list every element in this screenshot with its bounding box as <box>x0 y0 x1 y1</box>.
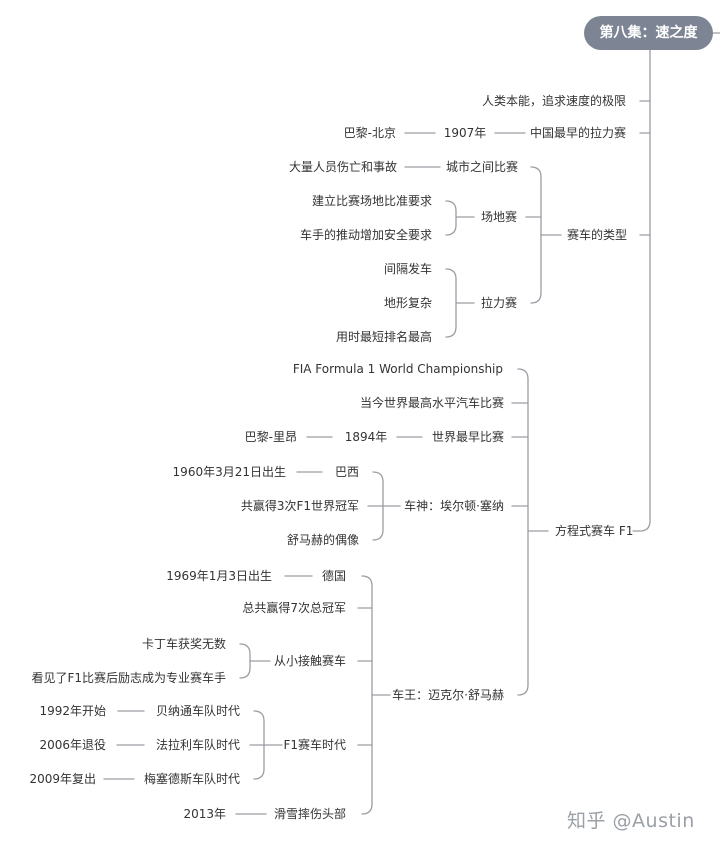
node-city-race[interactable]: 城市之间比赛 <box>445 160 518 174</box>
node-mercedes-era[interactable]: 梅塞德斯车队时代 <box>143 772 240 786</box>
node-china-first-rally[interactable]: 中国最早的拉力赛 <box>529 126 626 140</box>
node-track-standards[interactable]: 建立比赛场地比准要求 <box>311 194 432 208</box>
node-brazil[interactable]: 巴西 <box>334 465 359 479</box>
node-pro-driver-goal[interactable]: 看见了F1比赛后励志成为专业赛车手 <box>31 671 226 685</box>
node-2013[interactable]: 2013年 <box>183 807 226 821</box>
node-schumacher-idol[interactable]: 舒马赫的偶像 <box>286 533 359 547</box>
node-schumacher[interactable]: 车王：迈克尔·舒马赫 <box>392 688 504 702</box>
node-shortest-time[interactable]: 用时最短排名最高 <box>335 330 432 344</box>
bracket-schu <box>361 575 373 815</box>
bracket-rally <box>445 268 457 338</box>
node-race-types[interactable]: 赛车的类型 <box>567 228 628 242</box>
node-f1-era[interactable]: F1赛车时代 <box>283 738 346 752</box>
node-karting-awards[interactable]: 卡丁车获奖无数 <box>141 637 226 651</box>
node-2006-retire[interactable]: 2006年退役 <box>39 738 106 752</box>
connector-root-trunk <box>632 49 651 532</box>
watermark: 知乎 @Austin <box>567 810 695 832</box>
bracket-f1 <box>517 368 529 696</box>
node-germany[interactable]: 德国 <box>321 569 346 583</box>
node-schumacher-birth[interactable]: 1969年1月3日出生 <box>166 569 272 583</box>
node-human-instinct[interactable]: 人类本能，追求速度的极限 <box>481 94 626 108</box>
node-track-race[interactable]: 场地赛 <box>480 210 517 224</box>
node-senna-titles[interactable]: 共赢得3次F1世界冠军 <box>240 499 359 513</box>
bracket-types <box>530 166 542 304</box>
node-senna-birth[interactable]: 1960年3月21日出生 <box>172 465 286 479</box>
node-seven-titles[interactable]: 总共赢得7次总冠军 <box>242 601 346 615</box>
node-benetton-era[interactable]: 贝纳通车队时代 <box>155 704 240 718</box>
node-1992-start[interactable]: 1992年开始 <box>39 704 106 718</box>
node-2009-return[interactable]: 2009年复出 <box>29 772 96 786</box>
node-ferrari-era[interactable]: 法拉利车队时代 <box>155 738 240 752</box>
node-driver-safety[interactable]: 车手的推动增加安全要求 <box>299 228 432 242</box>
node-senna[interactable]: 车神：埃尔顿·塞纳 <box>404 499 504 513</box>
node-paris-beijing[interactable]: 巴黎-北京 <box>343 126 396 140</box>
node-interval-start[interactable]: 间隔发车 <box>383 262 432 276</box>
node-top-level[interactable]: 当今世界最高水平汽车比赛 <box>359 396 504 410</box>
node-1907[interactable]: 1907年 <box>443 126 487 140</box>
node-fia-championship[interactable]: FIA Formula 1 World Championship <box>292 362 503 376</box>
node-ski-injury[interactable]: 滑雪摔伤头部 <box>273 807 346 821</box>
node-earliest-race[interactable]: 世界最早比赛 <box>431 430 504 444</box>
bracket-schu-c <box>239 643 251 679</box>
node-1894[interactable]: 1894年 <box>344 430 388 444</box>
node-complex-terrain[interactable]: 地形复杂 <box>383 296 432 310</box>
node-casualties[interactable]: 大量人员伤亡和事故 <box>288 160 397 174</box>
node-formula-one[interactable]: 方程式赛车 F1 <box>555 524 634 538</box>
bracket-track <box>445 200 457 236</box>
node-early-racing[interactable]: 从小接触赛车 <box>273 654 346 668</box>
node-rally-race[interactable]: 拉力赛 <box>480 296 517 310</box>
node-paris-lyon[interactable]: 巴黎-里昂 <box>244 430 297 444</box>
root-node[interactable]: 第八集：速之度 <box>584 16 713 50</box>
